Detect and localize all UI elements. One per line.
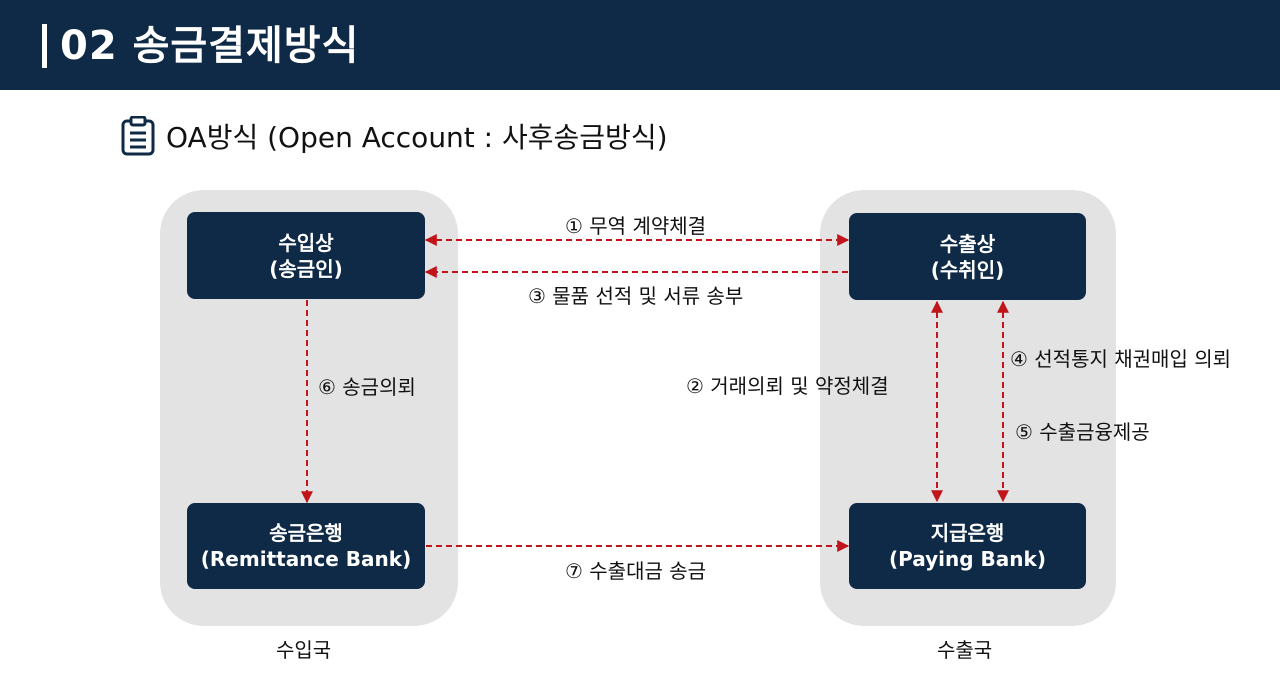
remittance-bank-node: 송금은행 (Remittance Bank): [187, 503, 425, 589]
exporter-node: 수출상 (수취인): [849, 213, 1086, 300]
flow-4-label: ④ 선적통지 채권매입 의뢰: [1010, 347, 1232, 371]
paying-bank-subtitle: (Paying Bank): [889, 547, 1046, 571]
remittance-bank-subtitle: (Remittance Bank): [200, 547, 412, 571]
header-bar: 02 송금결제방식: [0, 0, 1280, 90]
importer-node: 수입상 (송금인): [187, 212, 425, 299]
flow-3-label: ③ 물품 선적 및 서류 송부: [528, 284, 744, 308]
page-title: 02 송금결제방식: [60, 23, 360, 69]
flow-5-label: ⑤ 수출금융제공: [1015, 420, 1150, 444]
remittance-bank-title: 송금은행: [269, 521, 343, 545]
flow-1-label: ① 무역 계약체결: [565, 214, 707, 238]
flow-2-label: ② 거래의뢰 및 약정체결: [686, 374, 889, 398]
section-heading: OA방식 (Open Account : 사후송금방식): [120, 114, 668, 158]
flow-7-label: ⑦ 수출대금 송금: [565, 559, 707, 583]
paying-bank-node: 지급은행 (Paying Bank): [849, 503, 1086, 589]
flow-6-label: ⑥ 송금의뢰: [318, 375, 416, 399]
header-accent-line: [42, 24, 47, 68]
section-title: OA방식 (Open Account : 사후송금방식): [166, 121, 668, 154]
clipboard-icon: [121, 116, 155, 156]
exporter-title: 수출상: [939, 231, 996, 256]
exporting-country-label: 수출국: [937, 638, 993, 662]
importer-subtitle: (송금인): [269, 256, 343, 281]
exporter-subtitle: (수취인): [930, 257, 1005, 282]
importing-country-label: 수입국: [276, 638, 332, 662]
paying-bank-title: 지급은행: [930, 521, 1005, 545]
importer-title: 수입상: [278, 230, 334, 255]
